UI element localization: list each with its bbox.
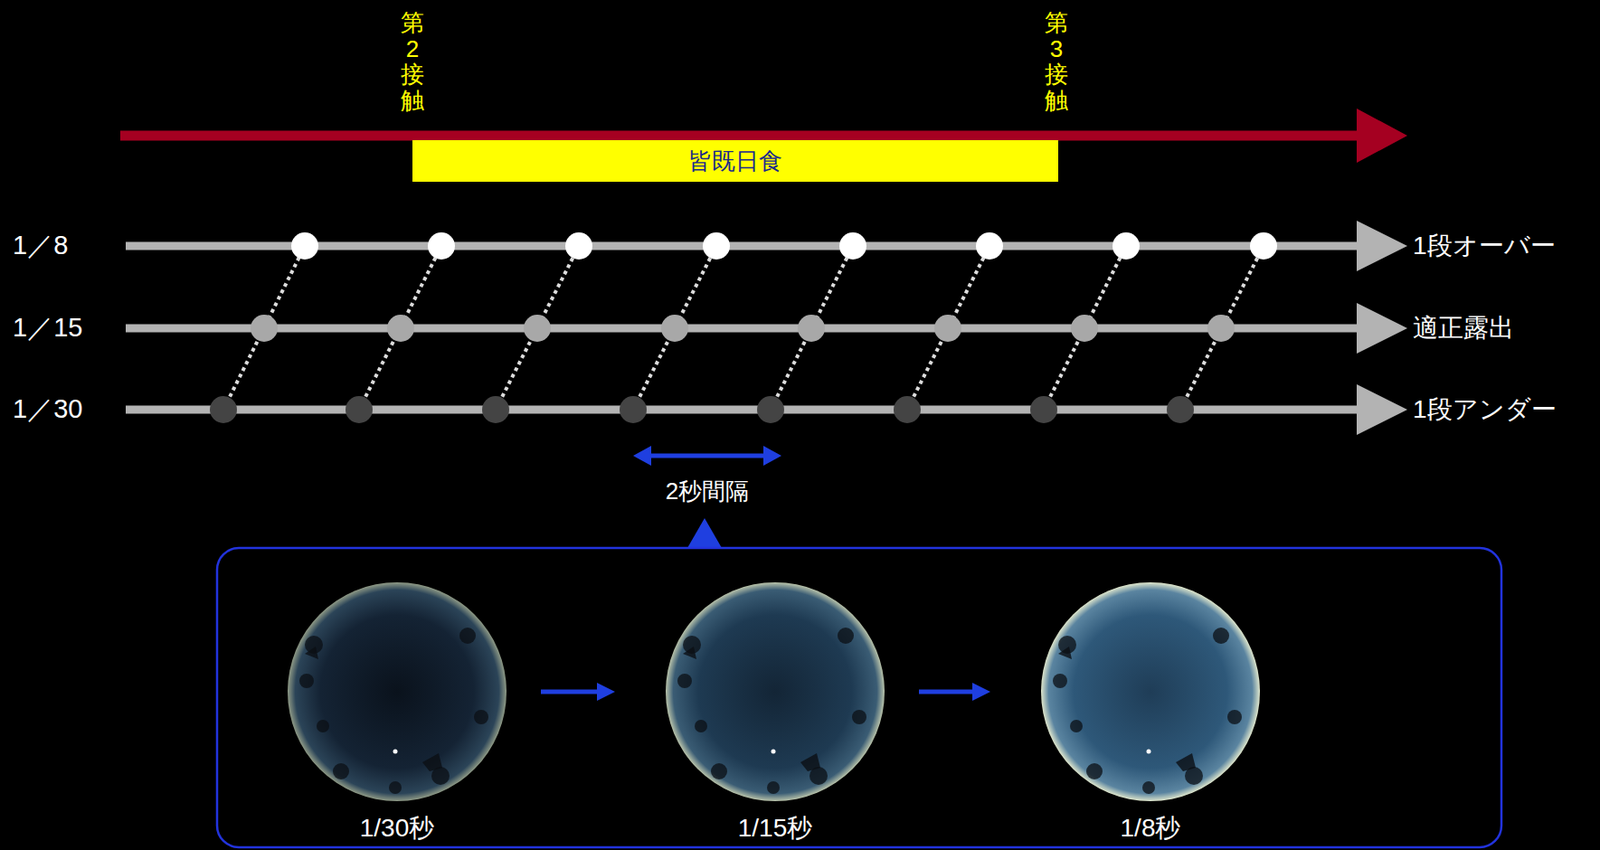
contact-label: 第3接触 [1044,9,1069,114]
bracket-links [223,246,1264,410]
fisheye-frame: 1/30秒 [286,581,508,846]
exposure-label: 1段オーバー [1412,228,1556,264]
flow-arrow [540,682,616,701]
callout-box [217,548,1502,848]
time-arrow-head [1356,108,1408,163]
exposure-label: 適正露出 [1412,311,1515,346]
shutter-speed: 1／8 [12,227,68,265]
exposure-caption: 1/15秒 [738,811,814,846]
over-dots [291,232,1278,260]
fisheye-photo [286,581,508,803]
under-dots [209,396,1194,424]
shutter-speed: 1／30 [12,391,83,428]
band-title: 皆既日食 [688,145,783,178]
exposure-caption: 1/30秒 [359,811,436,846]
exposure-rows [125,220,1408,436]
exposure-label: 1段アンダー [1412,392,1557,427]
interval-arrow [633,445,782,466]
callout-pointer [687,518,722,549]
normal-dots [250,314,1235,342]
exposure-caption: 1/8秒 [1120,811,1182,846]
time-arrow-line [120,131,1362,142]
fisheye-photo [1040,581,1261,803]
fisheye-frame: 1/8秒 [1040,581,1261,846]
interval-label: 2秒間隔 [665,475,749,508]
fisheye-frame: 1/15秒 [664,581,886,846]
contact-label: 第2接触 [400,9,425,114]
shutter-speed: 1／15 [12,310,83,347]
fisheye-photo [664,581,886,803]
totality-band: 皆既日食 [412,140,1059,182]
flow-arrow [918,682,991,701]
